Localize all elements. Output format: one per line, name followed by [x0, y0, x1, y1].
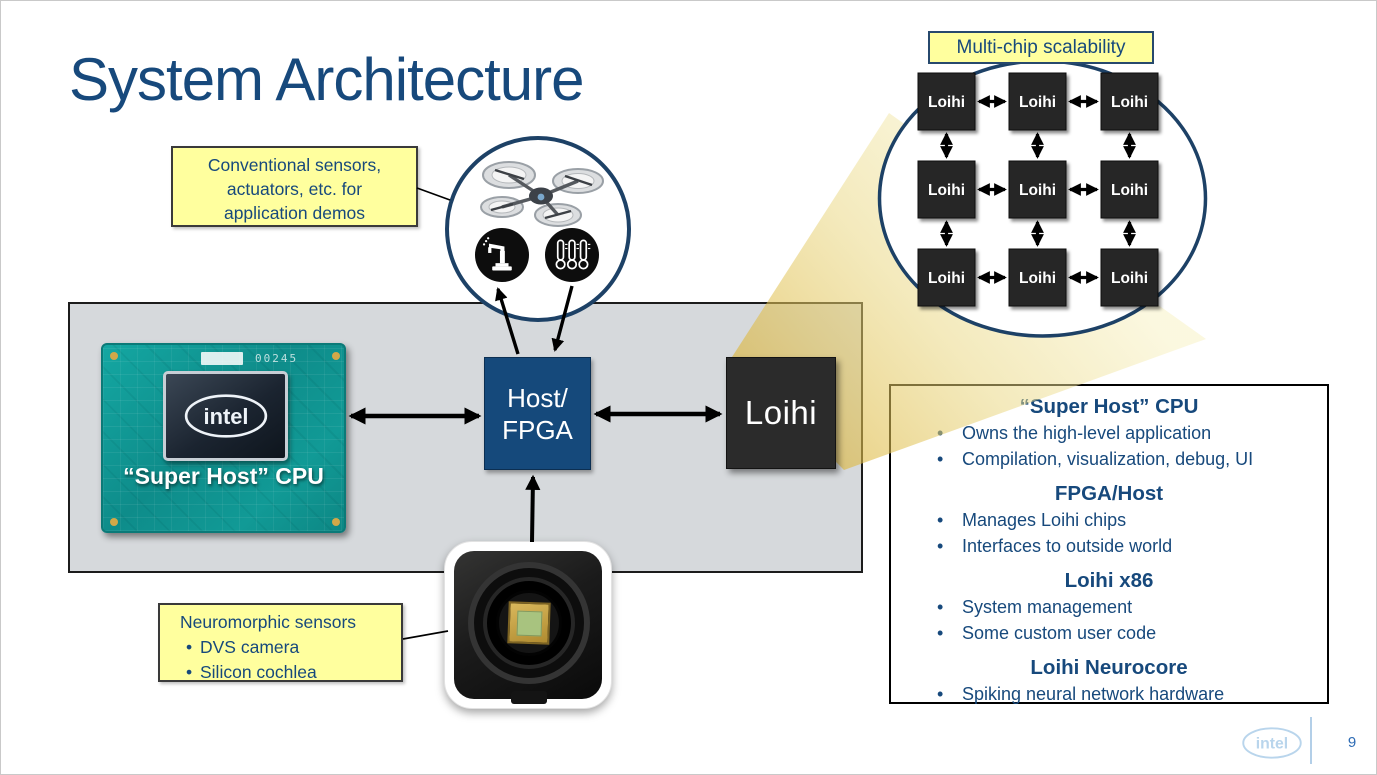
callout-line: application demos — [223, 203, 366, 223]
panel-heading: Loihi Neurocore — [1030, 656, 1188, 679]
details-panel: “Super Host” CPU Owns the high-level app… — [889, 384, 1329, 707]
panel-bullet: Some custom user code — [905, 620, 1313, 646]
panel-bullet: Owns the high-level application — [905, 420, 1313, 446]
panel-section: Loihi x86 System management Some custom … — [905, 568, 1313, 646]
intel-logo-footer-icon: intel — [1242, 727, 1302, 759]
page-title: System Architecture — [69, 46, 585, 113]
chip-die: intel — [163, 371, 288, 461]
camera-body — [454, 551, 602, 699]
host-fpga-line2: FPGA — [502, 414, 573, 445]
loihi-label: Loihi — [744, 394, 818, 431]
multichip-circle — [877, 59, 1208, 338]
camera-lens — [468, 562, 590, 684]
multichip-diagram: Loihi Loihi Loihi Loihi Loihi Loihi Loih… — [877, 59, 1208, 338]
grid-chip-label: Loihi — [1111, 270, 1148, 287]
callout-bullet: Silicon cochlea — [160, 660, 401, 685]
grid-chip-label: Loihi — [1111, 94, 1148, 111]
grid-interconnect-arrows — [940, 95, 1136, 284]
chip-label-badge — [201, 352, 243, 365]
neuromorphic-sensors-callout: Neuromorphic sensors DVS camera Silicon … — [158, 603, 403, 685]
camera-sensor-chip — [507, 601, 551, 645]
grid-chip-label: Loihi — [928, 94, 965, 111]
callout-line: Conventional sensors, — [207, 155, 382, 175]
loihi-box: Loihi — [726, 357, 836, 469]
panel-heading: “Super Host” CPU — [1019, 395, 1199, 418]
page-number: 9 — [1347, 734, 1357, 751]
footer-brand-text: intel — [1256, 736, 1288, 753]
grid-chip-label: Loihi — [1019, 182, 1056, 199]
grid-chip-label: Loihi — [1019, 270, 1056, 287]
robot-arm-icon — [475, 228, 529, 282]
panel-section: Loihi Neurocore Spiking neural network h… — [905, 655, 1313, 707]
grid-chip-label: Loihi — [928, 270, 965, 287]
sensor-circle — [445, 136, 631, 322]
super-host-chip-image: 00245 intel “Super Host” CPU — [101, 343, 346, 533]
host-fpga-box: Host/ FPGA — [484, 357, 591, 470]
callout-title: Neuromorphic sensors — [180, 612, 357, 632]
panel-bullet: Interfaces to outside world — [905, 533, 1313, 559]
panel-heading: Loihi x86 — [1064, 569, 1154, 592]
panel-section: “Super Host” CPU Owns the high-level app… — [905, 394, 1313, 472]
callout-bullet: DVS camera — [160, 635, 401, 660]
panel-bullet: Compilation, visualization, debug, UI — [905, 446, 1313, 472]
panel-bullet: Manages Loihi chips — [905, 507, 1313, 533]
panel-bullet: Spiking neural network hardware — [905, 681, 1313, 707]
chip-marking: 00245 — [255, 352, 299, 365]
super-host-cpu-label: “Super Host” CPU — [123, 463, 324, 489]
grid-chip-label: Loihi — [1019, 94, 1056, 111]
grid-chip-label: Loihi — [928, 182, 965, 199]
thermometer-icon — [545, 228, 599, 282]
intel-logo-text: intel — [203, 404, 248, 429]
panel-section: FPGA/Host Manages Loihi chips Interfaces… — [905, 481, 1313, 559]
callout-leader-neuromorphic — [402, 630, 449, 640]
multichip-scalability-label: Multi-chip scalability — [928, 31, 1154, 64]
loihi-chip-grid: Loihi Loihi Loihi Loihi Loihi Loihi Loih… — [917, 72, 1159, 307]
drone-icon — [480, 161, 604, 227]
grid-chip-label: Loihi — [1111, 182, 1148, 199]
chip-screw-dots — [110, 352, 118, 360]
host-fpga-line1: Host/ — [507, 382, 568, 413]
panel-heading: FPGA/Host — [1054, 482, 1164, 505]
camera-image — [444, 541, 612, 709]
callout-line: actuators, etc. for — [226, 179, 363, 199]
callout-leader-conventional — [416, 187, 451, 201]
panel-bullet: System management — [905, 594, 1313, 620]
conventional-sensors-callout: Conventional sensors, actuators, etc. fo… — [171, 146, 418, 227]
footer-divider — [1310, 717, 1312, 764]
camera-mount-nub — [511, 691, 547, 704]
intel-logo-icon: intel — [184, 394, 267, 438]
